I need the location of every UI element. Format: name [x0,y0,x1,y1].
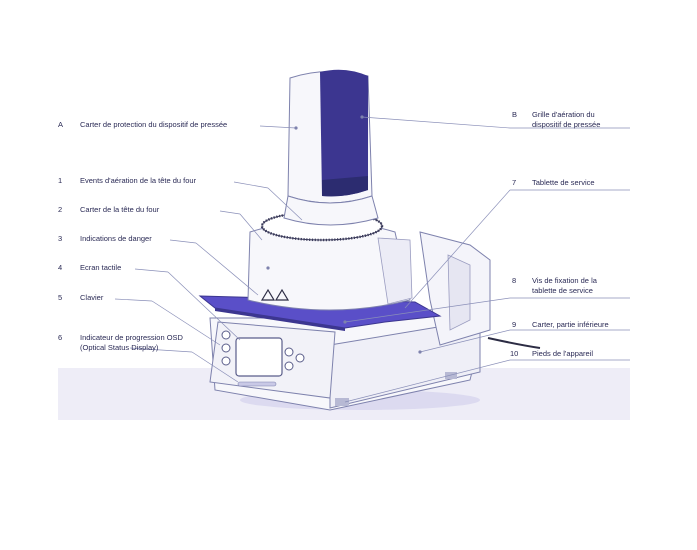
leader-5a [114,298,153,302]
callout-6-key: 6 [58,333,63,342]
leader-dots [266,115,422,354]
foot-back [445,372,457,379]
callout-5-key: 5 [58,293,63,302]
key-button-4 [284,347,294,357]
press-vent-grille [320,69,368,197]
leader-4a [134,268,169,273]
leader-1b [267,187,303,221]
key-button-2 [221,343,231,353]
leader-9b [419,329,511,353]
leader-4b [167,271,241,341]
callout-7-label: Tablette de service [532,178,595,187]
callout-4-label: Ecran tactile [80,263,122,272]
danger-triangle-2 [274,288,290,301]
callout-2-key: 2 [58,205,63,214]
key-button-5 [284,361,294,371]
callout-8-label-line2: tablette de service [532,286,593,295]
leader-2a [219,210,241,215]
leader-8b [344,297,511,323]
furnace-head-side [377,237,413,305]
leader-2b [239,213,263,241]
callout-1-label: Events d'aération de la tête du four [80,176,197,185]
leader-b [361,116,511,129]
rear-column-panel [447,254,471,331]
callout-9-key: 9 [512,320,517,329]
callout-a-key: A [58,120,64,129]
danger-triangle-1 [260,288,276,301]
callout-8-key: 8 [512,276,517,285]
dot-8 [343,320,347,324]
press-vent-grille-shade [322,176,368,197]
leader-a [259,125,297,129]
leader-1a [233,181,269,189]
press-collar [283,195,379,226]
callout-7-key: 7 [512,178,517,187]
callout-4-key: 4 [58,263,63,272]
callout-5-label: Clavier [80,293,104,302]
power-cable [487,337,541,349]
dot-9 [418,350,422,354]
osd-indicator [237,381,277,387]
dot-b [360,115,364,119]
dot-a [294,126,298,130]
callout-10-label: Pieds de l'appareil [532,349,594,358]
leader-6a [129,347,193,353]
leader-7b [404,189,511,309]
key-button-3 [221,356,231,366]
leader-3b [195,242,259,296]
callout-6-label: Indicateur de progression OSD [80,333,183,342]
callout-10-key: 10 [510,349,519,358]
touch-screen [235,337,283,377]
callout-b-label-line2: dispositif de pressée [532,120,601,129]
callout-2-label: Carter de la tête du four [80,205,160,214]
key-button-1 [221,330,231,340]
callout-8-label: Vis de fixation de la [532,276,597,285]
dot-2 [266,266,270,270]
callout-a-label: Carter de protection du dispositif de pr… [80,120,228,129]
key-button-6 [295,353,305,363]
leader-6b [191,351,239,383]
leader-3a [169,239,197,244]
service-tray-edge [215,308,345,331]
foot-front [335,398,349,406]
leader-lines [114,116,630,403]
callout-6-label-line2: (Optical Status Display) [80,343,159,352]
callout-b-label: Grille d'aération du [532,110,595,119]
callout-3-label: Indications de danger [80,234,152,243]
callout-1-key: 1 [58,176,63,185]
leader-10b [344,359,511,403]
callout-9-label: Carter, partie inférieure [532,320,609,329]
leader-5b [151,300,221,346]
callout-b-key: B [512,110,518,119]
callout-3-key: 3 [58,234,63,243]
